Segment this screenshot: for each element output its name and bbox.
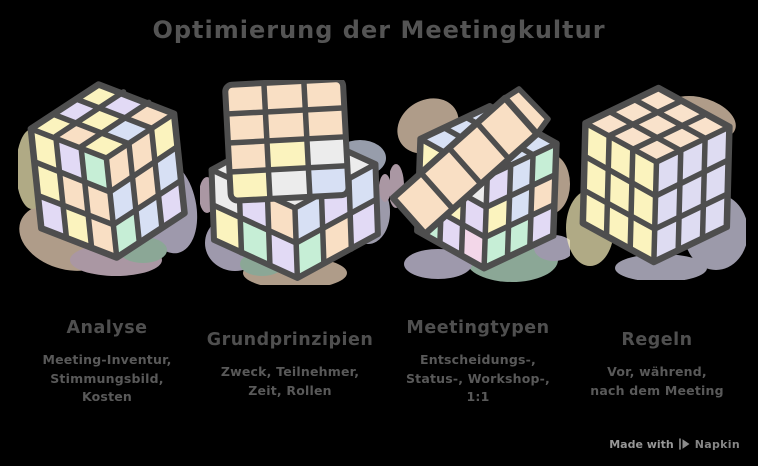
rubiks-cube-solved-illustration [566,80,746,280]
lifted-layer-panel [222,80,352,204]
cube-analyse-svg [18,81,198,276]
step-analyse: Analyse Meeting-Inventur, Stimmungsbild,… [14,318,200,407]
diagram-title: Optimierung der Meetingkultur [152,16,606,44]
step-label: Analyse [66,318,148,338]
step-description: Zweck, Teilnehmer, Zeit, Rollen [220,364,360,398]
rubiks-cube-layer-lifted-illustration [200,80,390,285]
step-label: Regeln [621,330,693,350]
napkin-logo-icon [678,438,690,450]
made-with-text: Made with [609,437,674,451]
step-description: Meeting-Inventur, Stimmungsbild, Kosten [42,352,172,404]
step-label: Grundprinzipien [206,330,374,350]
cube-meetingtypen-svg [390,86,570,282]
twisted-slab [390,86,551,238]
cube-grid [27,81,188,261]
napkin-brand-text: Napkin [694,437,740,451]
step-regeln: Regeln Vor, während, nach dem Meeting [564,330,750,400]
step-grundprinzipien: Grundprinzipien Zweck, Teilnehmer, Zeit,… [197,330,383,400]
rubiks-cube-scrambled-illustration [18,74,198,279]
cube-grid [579,84,733,266]
rubiks-cube-twisted-illustration [390,64,570,282]
step-label: Meetingtypen [406,318,550,338]
step-description: Entscheidungs-, Status-, Workshop-, 1:1 [405,352,551,404]
napkin-watermark: Made with Napkin [609,437,740,451]
cube-grundprinzipien-svg [200,80,390,285]
step-description: Vor, während, nach dem Meeting [590,364,724,398]
cube-regeln-svg [566,84,746,280]
step-meetingtypen: Meetingtypen Entscheidungs-, Status-, Wo… [385,318,571,407]
